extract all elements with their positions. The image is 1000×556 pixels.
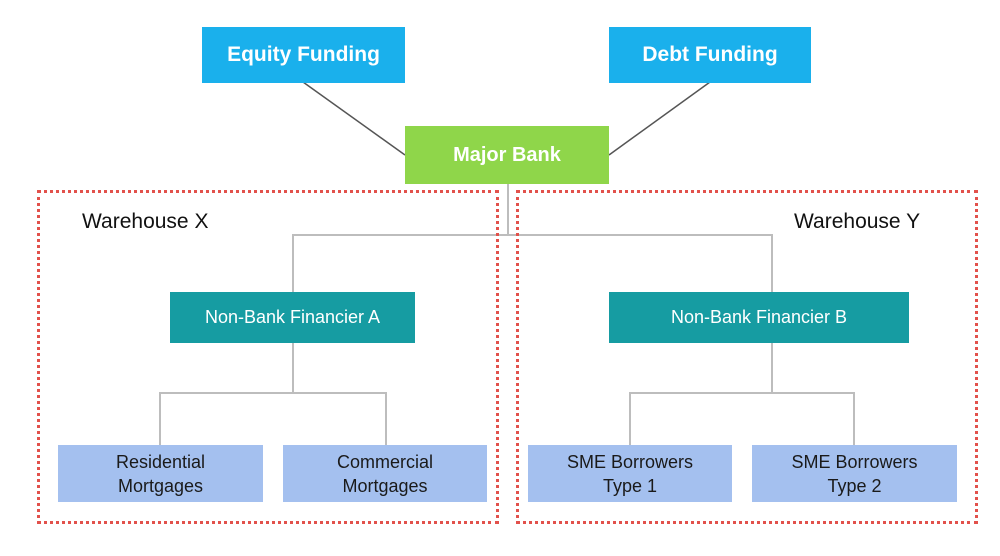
connector-branch-financiers	[292, 234, 773, 292]
debt-funding-node: Debt Funding	[609, 27, 811, 83]
connector-equity-to-bank	[302, 81, 406, 156]
warehouse-x-label: Warehouse X	[82, 210, 209, 233]
warehouse-y-boundary	[516, 190, 978, 524]
sme-borrowers-type-1-node: SME Borrowers Type 1	[528, 445, 732, 502]
sme-borrowers-type-2-label: SME Borrowers Type 2	[791, 451, 918, 496]
commercial-mortgages-label: Commercial Mortgages	[336, 451, 433, 496]
warehouse-y-label: Warehouse Y	[794, 210, 921, 233]
sme-borrowers-type-1-label: SME Borrowers Type 1	[566, 451, 694, 496]
residential-mortgages-node: Residential Mortgages	[58, 445, 263, 502]
connector-debt-to-bank	[608, 81, 711, 156]
connector-branch-a-borrowers	[159, 392, 387, 445]
major-bank-label: Major Bank	[453, 143, 561, 166]
sme-borrowers-type-2-node: SME Borrowers Type 2	[752, 445, 957, 502]
equity-funding-label: Equity Funding	[227, 43, 380, 66]
warehouse-x-boundary	[37, 190, 499, 524]
connector-branch-b-borrowers	[629, 392, 855, 445]
financier-a-node: Non-Bank Financier A	[170, 292, 415, 343]
debt-funding-label: Debt Funding	[642, 43, 778, 66]
major-bank-node: Major Bank	[405, 126, 609, 184]
residential-mortgages-label: Residential Mortgages	[115, 451, 206, 496]
financier-b-node: Non-Bank Financier B	[609, 292, 909, 343]
commercial-mortgages-node: Commercial Mortgages	[283, 445, 487, 502]
financier-a-label: Non-Bank Financier A	[204, 307, 381, 327]
equity-funding-node: Equity Funding	[202, 27, 405, 83]
financier-b-label: Non-Bank Financier B	[670, 307, 848, 327]
